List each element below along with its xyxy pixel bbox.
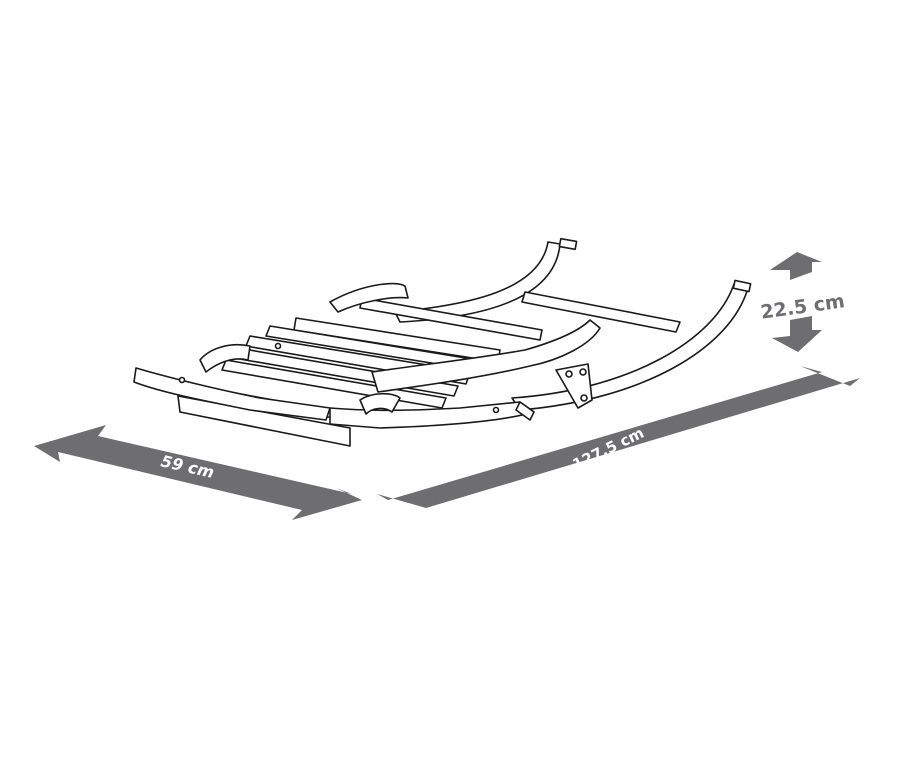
- folded-rocking-chair-illustration: [133, 237, 752, 447]
- arrow-up-icon: [770, 252, 822, 280]
- length-double-arrow: [377, 366, 860, 512]
- width-dimension: [34, 425, 362, 520]
- length-dimension: [377, 366, 860, 512]
- width-double-arrow: [34, 425, 362, 520]
- arrow-down-icon: [772, 316, 822, 352]
- height-dimension: [770, 252, 822, 352]
